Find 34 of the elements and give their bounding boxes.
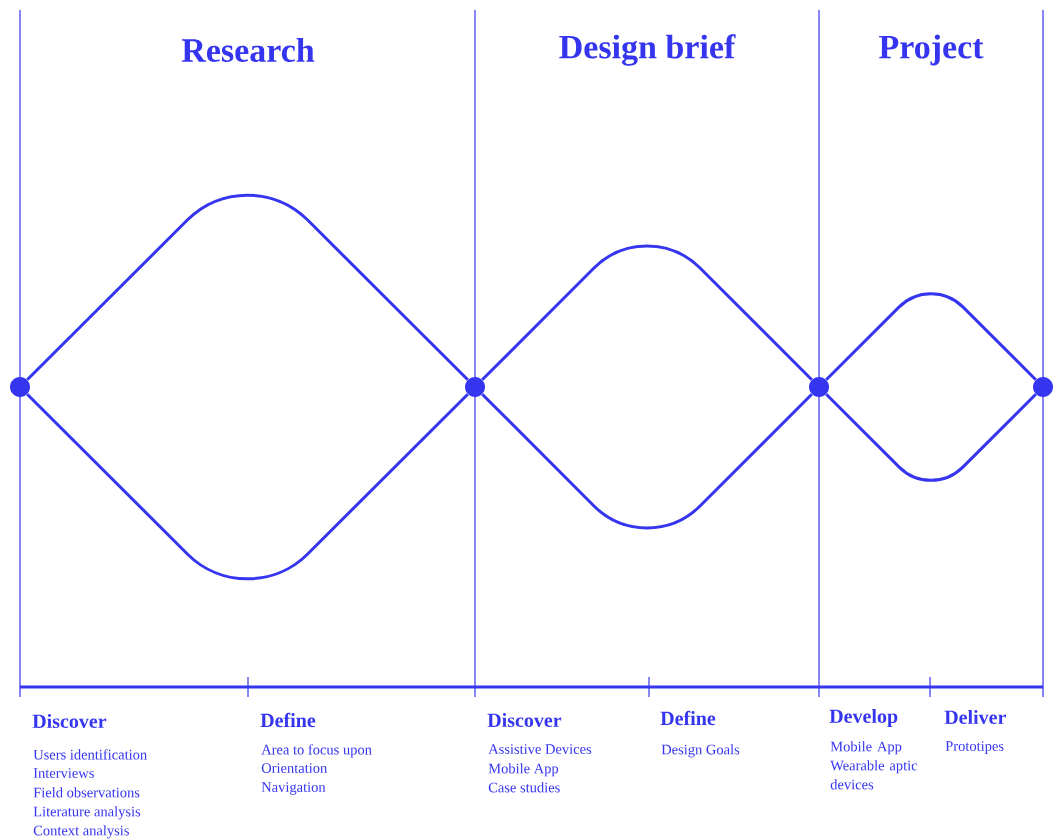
stage-heading: Discover — [487, 712, 562, 728]
activity-text: Mobile App — [830, 741, 902, 755]
activity-text: Interviews — [33, 768, 94, 778]
diverging-curve — [825, 393, 1037, 482]
stage-heading: Deliver — [944, 709, 1006, 725]
activity-text: Field observations — [33, 787, 140, 798]
phase-title: Design brief — [559, 34, 736, 66]
activity-text: Prototipes — [945, 741, 1004, 754]
junction-dot — [465, 377, 485, 397]
phase-title: Research — [181, 38, 315, 62]
diverging-curve — [481, 244, 813, 381]
phase-title: Project — [879, 34, 984, 66]
junction-dot — [809, 377, 829, 397]
stage-heading: Define — [660, 710, 716, 726]
stage-heading: Define — [260, 712, 316, 728]
activity-text: Wearable aptic devices — [830, 760, 918, 790]
diverging-curve — [825, 292, 1037, 381]
activity-text: Design Goals — [661, 744, 740, 758]
activity-text: Mobile App — [488, 763, 559, 777]
activity-text: Users identification — [33, 749, 147, 760]
activity-text: Area to focus upon — [261, 744, 372, 758]
activity-text: Case studies — [488, 782, 560, 793]
junction-dot — [10, 377, 30, 397]
diverging-curve — [26, 393, 469, 581]
junction-dot — [1033, 377, 1053, 397]
stage-heading: Discover — [32, 713, 107, 729]
activity-text: Context analysis — [33, 825, 129, 839]
stage-heading: Develop — [829, 708, 898, 728]
activity-text: Orientation — [261, 763, 328, 773]
diverging-curve — [26, 193, 469, 381]
activity-text: Assistive Devices — [488, 744, 592, 754]
activity-text: Literature analysis — [33, 806, 141, 820]
activity-text: Navigation — [261, 782, 326, 795]
diverging-curve — [481, 393, 813, 530]
